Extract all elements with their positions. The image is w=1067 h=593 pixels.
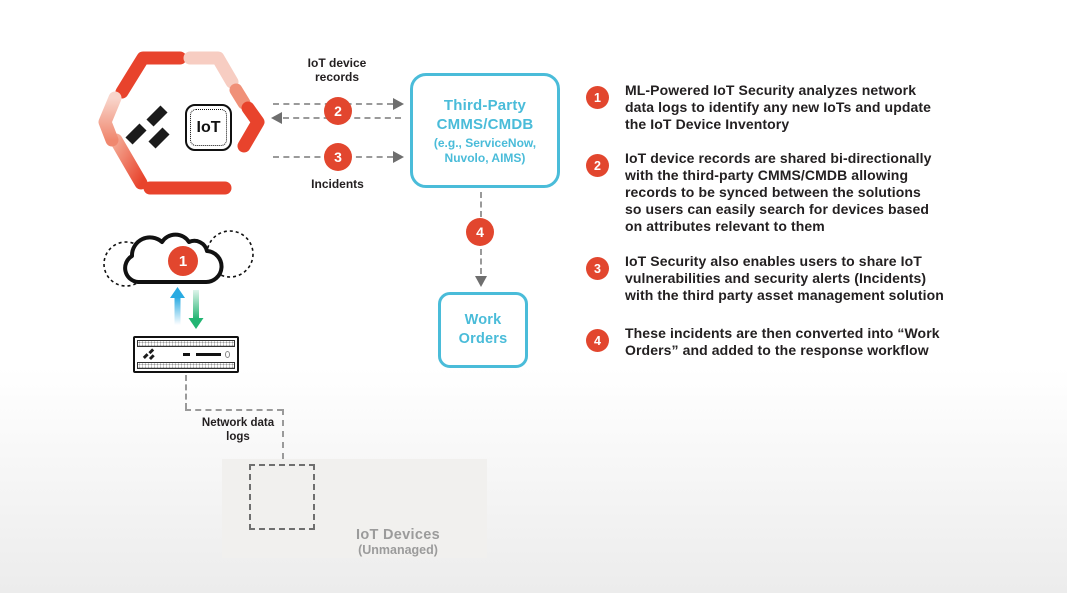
device-records-label: IoT device records [307,56,367,84]
cmms-box-title: Third-Party CMMS/CMDB [436,96,534,133]
device-records-arrowhead-left-icon [271,112,282,124]
appliance-port-circle [224,351,230,358]
appliance-dash-short [183,353,190,356]
step-1-badge: 1 [586,86,609,109]
flow-badge-2: 2 [324,97,352,125]
detected-device-dashed-frame [249,464,315,530]
iot-devices-panel [222,459,487,558]
step-4-badge: 4 [586,329,609,352]
step-4-text: These incidents are then converted into … [625,325,940,358]
firewall-appliance-icon [133,336,239,373]
iot-chip-badge: IoT [185,104,232,151]
up-arrowhead [170,287,185,298]
flow-badge-3: 3 [324,143,352,171]
flow-badge-1: 1 [168,246,198,276]
iot-devices-caption-line2: (Unmanaged) [358,543,438,557]
appliance-vent-bottom [137,362,235,369]
network-logs-connector-h [185,409,283,411]
traffic-up-down-arrows-icon [170,287,204,329]
step-2-badge: 2 [586,154,609,177]
network-logs-connector-v2 [282,409,284,459]
cmms-cmdb-box: Third-Party CMMS/CMDB (e.g., ServiceNow,… [410,73,560,188]
palo-alto-networks-logo-small-icon [142,347,155,360]
incidents-arrowhead-icon [393,151,404,163]
incidents-label: Incidents [311,177,364,191]
appliance-vent-top [137,340,235,347]
work-orders-label: Work Orders [458,312,508,347]
cmms-box-subtitle: (e.g., ServiceNow, Nuvolo, AIMS) [433,135,537,165]
step-1-text: ML-Powered IoT Security analyzes network… [625,82,932,132]
iot-chip-dotted-border [190,109,227,146]
work-orders-box: Work Orders [438,292,528,368]
work-orders-arrowhead-icon [475,276,487,287]
cloud-dashed-hint-right [206,230,254,278]
flow-badge-4: 4 [466,218,494,246]
network-data-logs-label: Network data logs [201,417,275,443]
step-3-text: IoT Security also enables users to share… [625,253,944,303]
iot-security-hexagon-icon [98,51,265,195]
step-2-text: IoT device records are shared bi-directi… [625,150,932,234]
iot-devices-caption: IoT Devices (Unmanaged) [322,527,474,558]
down-arrowhead [188,318,204,329]
palo-alto-networks-logo-icon [125,105,170,149]
step-3-badge: 3 [586,257,609,280]
appliance-dash-long [195,353,221,356]
device-records-arrowhead-right-icon [393,98,404,110]
iot-chip-label: IoT [196,118,221,136]
iot-devices-caption-line1: IoT Devices [356,527,440,543]
network-logs-connector-v1 [185,375,187,409]
